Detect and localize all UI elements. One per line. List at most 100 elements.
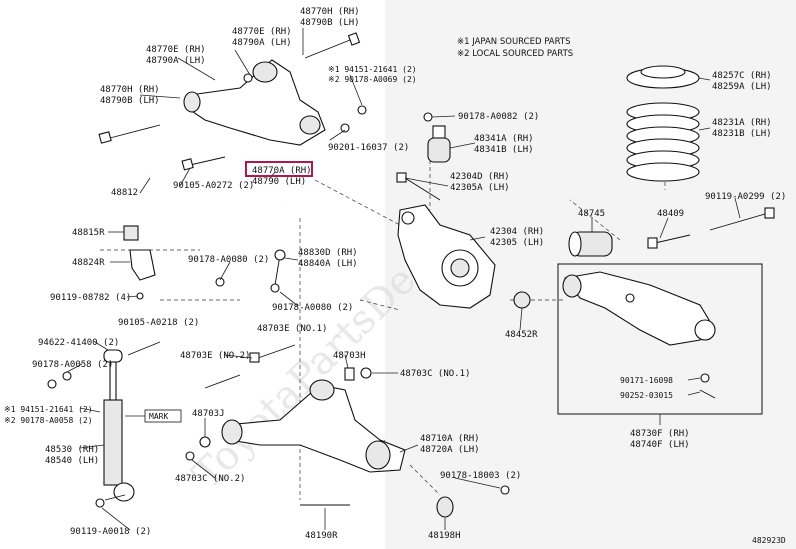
label-48840a-lh: 48840A (LH) (298, 259, 358, 269)
bushing-48452r (513, 291, 531, 309)
label-48710a-rh: 48710A (RH) (420, 434, 480, 444)
label-90178-a0069: ※2 90178-A0069 (2) (328, 75, 417, 84)
cam-48703c-no1 (360, 367, 372, 379)
label-90252-03015: 90252-03015 (620, 391, 673, 400)
label-48530-rh: 48530 (RH) (45, 445, 99, 455)
label-48730f-rh: 48730F (RH) (630, 429, 690, 439)
label-48790-lh: 48790 (LH) (252, 177, 306, 187)
label-90171-16098: 90171-16098 (620, 376, 673, 385)
label-90105-a0218: 90105-A0218 (2) (118, 318, 199, 328)
label-48745: 48745 (578, 209, 605, 219)
label-48341a-rh: 48341A (RH) (474, 134, 534, 144)
label-48790b-lh-top: 48790B (LH) (300, 18, 360, 28)
label-48190r: 48190R (305, 531, 338, 541)
label-48790a-lh-b: 48790A (LH) (146, 56, 206, 66)
cam-48703j (199, 436, 211, 448)
label-48703c-no1: 48703C (NO.1) (400, 369, 470, 379)
nut-94151 (357, 105, 367, 115)
label-48231b-lh: 48231B (LH) (712, 129, 772, 139)
label-48740f-lh: 48740F (LH) (630, 440, 690, 450)
label-42304d-rh: 42304D (RH) (450, 172, 510, 182)
stabilizer-link (270, 249, 286, 293)
label-90119-a0299: 90119-A0299 (2) (705, 192, 786, 202)
upper-arm-bolt-left (98, 124, 161, 144)
label-90178-a0080-b: 90178-A0080 (2) (272, 303, 353, 313)
note-local-sourced: ※2 LOCAL SOURCED PARTS (457, 49, 573, 59)
label-90178-a0082: 90178-A0082 (2) (458, 112, 539, 122)
cotter-pin-90252 (699, 389, 716, 399)
label-48341b-lh: 48341B (LH) (474, 145, 534, 155)
label-48812: 48812 (111, 188, 138, 198)
label-48198h: 48198H (428, 531, 461, 541)
label-90178-a0058-d: 90178-A0058 (2) (32, 360, 113, 370)
bolt-48409 (647, 234, 691, 249)
label-48257c-rh: 48257C (RH) (712, 71, 772, 81)
label-90178-18003: 90178-18003 (2) (440, 471, 521, 481)
label-48703e-no1: 48703E (NO.1) (257, 324, 327, 334)
label-48830d-rh: 48830D (RH) (298, 248, 358, 258)
rear-lower-arm (221, 379, 406, 473)
upper-arm-bolt-top (304, 32, 361, 59)
spring-upper-insulator (626, 65, 700, 89)
label-48790b-lh-left: 48790B (LH) (100, 96, 160, 106)
part-labels: 48770H (RH) 48790B (LH) 48770E (RH) 4879… (4, 7, 786, 545)
nut-90178-a0058 (62, 371, 72, 381)
front-lower-control-arm (562, 271, 716, 346)
label-90178-a0058-b: ※2 90178-A0058 (2) (4, 416, 93, 425)
upper-arm-bolt-lower (181, 156, 226, 171)
arm-bushing-48745 (568, 231, 613, 257)
label-90119-08782: 90119-08782 (4) (50, 293, 131, 303)
label-42304-rh: 42304 (RH) (490, 227, 544, 237)
label-48815r: 48815R (72, 228, 105, 238)
label-48259a-lh: 48259A (LH) (712, 82, 772, 92)
label-90201-16037: 90201-16037 (2) (328, 143, 409, 153)
assembly-line-arm-bushing (569, 199, 621, 241)
bolt-90119-a0299 (709, 207, 775, 231)
label-48770h-rh-left: 48770H (RH) (100, 85, 160, 95)
label-48703c-no2: 48703C (NO.2) (175, 474, 245, 484)
shock-lower-bolt (95, 494, 126, 508)
coil-spring (626, 102, 700, 182)
leader-lines (66, 28, 741, 531)
label-48770a-rh: 48770A (RH) (252, 166, 312, 176)
upper-control-arm (183, 59, 326, 146)
shock-absorber (103, 349, 135, 502)
label-48790a-lh: 48790A (LH) (232, 38, 292, 48)
stabilizer-bracket (129, 249, 156, 281)
shock-upper-bolt (127, 341, 161, 356)
nut-90178-a0080-left (215, 277, 225, 287)
bump-stopper (423, 112, 451, 163)
label-48540-lh: 48540 (LH) (45, 456, 99, 466)
stabilizer-bushing (123, 225, 139, 241)
steering-knuckle (397, 204, 496, 309)
nut-90171-16098 (700, 373, 710, 383)
label-48703h: 48703H (333, 351, 366, 361)
figure-id: 482923D (752, 536, 786, 545)
label-48703e-no2: 48703E (NO.2) (180, 351, 250, 361)
label-94151-21641-b: ※1 94151-21641 (2) (4, 405, 93, 414)
note-japan-sourced: ※1 JAPAN SOURCED PARTS (457, 37, 570, 47)
label-42305a-lh: 42305A (LH) (450, 183, 510, 193)
assembly-line-bumper-lower (409, 464, 441, 496)
nut-90178-18003 (500, 485, 510, 495)
bolt-48703e-no2 (204, 374, 241, 389)
label-90119-a0018: 90119-A0018 (2) (70, 527, 151, 537)
label-90178-a0080-a: 90178-A0080 (2) (188, 255, 269, 265)
cam-48703c-no2 (185, 451, 195, 461)
label-94151-21641: ※1 94151-21641 (2) (328, 65, 417, 74)
assembly-line-upper-arm-knuckle (314, 179, 401, 226)
knuckle-bolt (396, 172, 441, 201)
highlight-box-48770a (245, 161, 313, 177)
mark-tag: MARK (125, 409, 182, 423)
label-48720a-lh: 48720A (LH) (420, 445, 480, 455)
label-48770e-rh-b: 48770E (RH) (146, 45, 206, 55)
label-48770e-rh: 48770E (RH) (232, 27, 292, 37)
washer-shock (47, 379, 57, 389)
nut-90201 (340, 123, 350, 133)
label-94622-41400: 94622-41400 (2) (38, 338, 119, 348)
label-48231a-rh: 48231A (RH) (712, 118, 772, 128)
mark-label: MARK (149, 412, 168, 421)
cam-48703h (344, 367, 355, 381)
label-48770h-rh-top: 48770H (RH) (300, 7, 360, 17)
